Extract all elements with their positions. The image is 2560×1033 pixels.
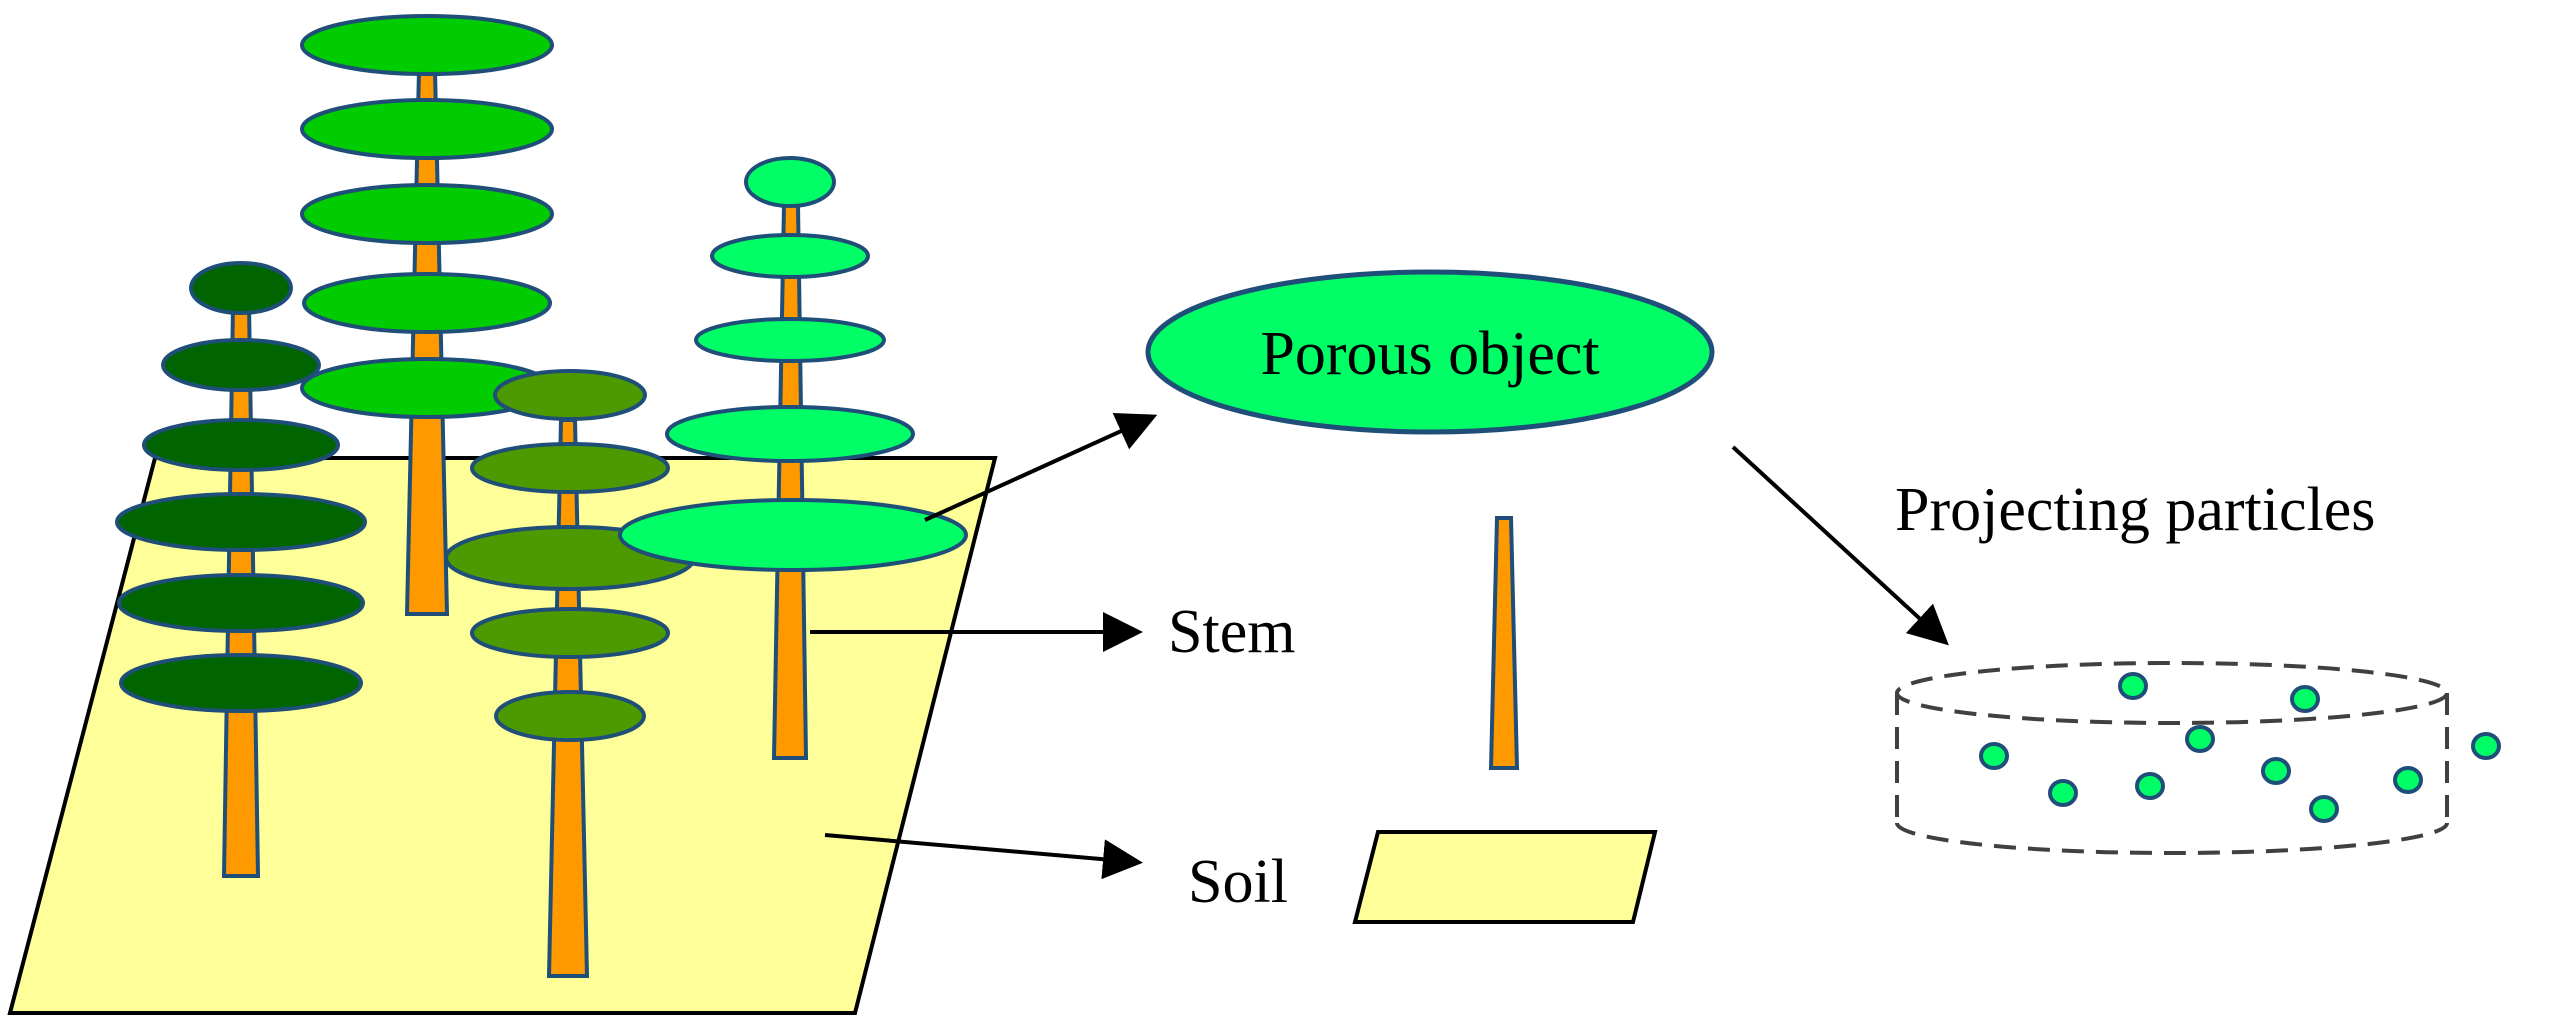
- crown-layer: [300, 14, 554, 76]
- arrow-to-soil: [824, 833, 1143, 880]
- crown-layer: [300, 183, 554, 245]
- particle: [2309, 795, 2339, 823]
- arrow-to-porous-object: [924, 412, 1158, 522]
- porous-object-label: Porous object: [1260, 320, 1599, 388]
- container-top-rim: [1895, 661, 2449, 725]
- crown-layer: [470, 607, 670, 659]
- particle: [2135, 772, 2165, 800]
- crown-layer: [119, 653, 363, 713]
- particle: [2290, 685, 2320, 713]
- crown-layer: [618, 498, 968, 572]
- particle: [2261, 757, 2291, 785]
- particle: [1979, 742, 2009, 770]
- crown-layer: [493, 369, 647, 421]
- crown-layer: [189, 261, 293, 315]
- crown-layer: [117, 573, 365, 633]
- crown-layer: [710, 233, 870, 279]
- arrow-to-projecting-particles: [1731, 445, 1949, 646]
- soil-label: Soil: [1188, 848, 1288, 916]
- tree-medium-green: [300, 14, 554, 616]
- tree-trunk: [771, 203, 809, 760]
- stem-label: Stem: [1168, 598, 1295, 666]
- crown-layer: [744, 156, 836, 208]
- tree-dark-green: [115, 261, 367, 878]
- crown-layer: [302, 272, 552, 334]
- crown-layer: [470, 442, 670, 494]
- crown-layer: [142, 418, 340, 472]
- crown-layer: [300, 98, 554, 160]
- particle-container: [1895, 661, 2449, 855]
- crown-layer: [115, 492, 367, 552]
- particle: [2048, 779, 2078, 807]
- soil-component: [1352, 830, 1658, 924]
- tree-light-green: [618, 156, 968, 760]
- particle: [2118, 672, 2148, 700]
- particle: [2471, 732, 2501, 760]
- projecting-particles-label: Projecting particles: [1895, 476, 2375, 544]
- crown-layer: [694, 317, 886, 363]
- particle: [2185, 725, 2215, 753]
- crown-layer: [161, 338, 321, 392]
- crown-layer: [494, 690, 646, 742]
- crown-layer: [665, 405, 915, 463]
- stem-component: [1488, 516, 1520, 770]
- container-bottom-edge: [1895, 822, 2449, 855]
- particle: [2393, 766, 2423, 794]
- porous-object-ellipse: [1145, 269, 1715, 435]
